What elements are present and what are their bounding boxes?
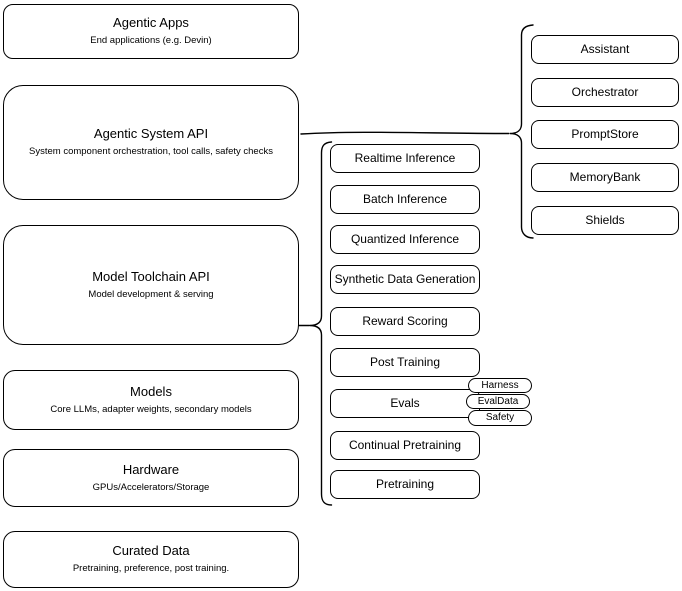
node-label: Continual Pretraining: [348, 437, 462, 452]
node-label: Batch Inference: [362, 191, 448, 206]
node-label: Post Training: [369, 354, 441, 369]
box-model-toolchain-api: Model Toolchain API Model development & …: [3, 225, 299, 345]
box-title: Hardware: [122, 461, 180, 477]
box-title: Curated Data: [112, 543, 190, 559]
toolchain-item-synthetic-data-generation: Synthetic Data Generation: [330, 265, 480, 294]
box-agentic-apps: Agentic Apps End applications (e.g. Devi…: [3, 4, 299, 59]
node-label: Orchestrator: [571, 84, 639, 99]
node-label: Quantized Inference: [350, 231, 460, 246]
node-label: PromptStore: [571, 126, 639, 141]
box-title: Agentic Apps: [113, 15, 189, 31]
box-subtitle: Pretraining, preference, post training.: [72, 563, 230, 574]
eval-tag-evaldata: EvalData: [466, 394, 530, 409]
node-label: Synthetic Data Generation: [334, 271, 476, 286]
component-shields: Shields: [531, 206, 679, 235]
toolchain-item-reward-scoring: Reward Scoring: [330, 307, 480, 336]
eval-tag-safety: Safety: [468, 410, 532, 426]
node-label: MemoryBank: [569, 169, 641, 184]
box-subtitle: Model development & serving: [88, 288, 214, 300]
box-subtitle: End applications (e.g. Devin): [90, 35, 212, 46]
system-api-connector-line: [300, 131, 510, 135]
box-models: Models Core LLMs, adapter weights, secon…: [3, 370, 299, 430]
box-hardware: Hardware GPUs/Accelerators/Storage: [3, 449, 299, 507]
box-title: Model Toolchain API: [92, 268, 210, 284]
eval-tag-harness: Harness: [468, 378, 532, 393]
toolchain-item-batch-inference: Batch Inference: [330, 185, 480, 214]
node-label: Evals: [390, 395, 420, 410]
toolchain-item-pretraining: Pretraining: [330, 470, 480, 499]
pill-label: Harness: [481, 379, 519, 391]
box-curated-data: Curated Data Pretraining, preference, po…: [3, 531, 299, 588]
toolchain-brace: [309, 141, 333, 506]
toolchain-item-quantized-inference: Quantized Inference: [330, 225, 480, 254]
component-orchestrator: Orchestrator: [531, 78, 679, 107]
pill-label: Safety: [485, 412, 515, 423]
components-brace: [509, 24, 534, 239]
node-label: Realtime Inference: [354, 150, 456, 165]
box-agentic-system-api: Agentic System API System component orch…: [3, 85, 299, 200]
pill-label: EvalData: [477, 395, 519, 407]
node-label: Reward Scoring: [362, 313, 448, 328]
box-subtitle: System component orchestration, tool cal…: [29, 146, 273, 157]
component-memorybank: MemoryBank: [531, 163, 679, 192]
toolchain-item-post-training: Post Training: [330, 348, 480, 377]
box-title: Agentic System API: [93, 126, 209, 142]
component-promptstore: PromptStore: [531, 120, 679, 149]
node-label: Shields: [585, 212, 625, 227]
toolchain-item-continual-pretraining: Continual Pretraining: [330, 431, 480, 460]
component-assistant: Assistant: [531, 35, 679, 64]
toolchain-item-evals: Evals: [330, 389, 480, 418]
node-label: Assistant: [580, 41, 630, 56]
box-title: Models: [130, 383, 172, 399]
toolchain-item-realtime-inference: Realtime Inference: [330, 144, 480, 173]
node-label: Pretraining: [375, 476, 435, 491]
box-subtitle: GPUs/Accelerators/Storage: [92, 481, 210, 493]
box-subtitle: Core LLMs, adapter weights, secondary mo…: [50, 403, 252, 415]
